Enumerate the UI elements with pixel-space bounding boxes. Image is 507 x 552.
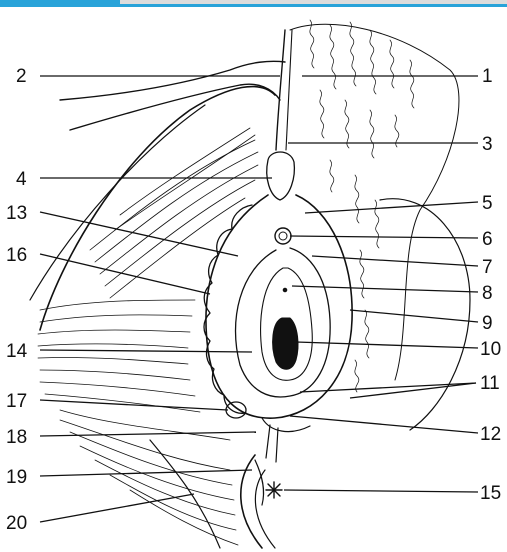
thigh-contour <box>40 87 275 330</box>
label-10: 10 <box>480 339 501 360</box>
leader-12 <box>290 416 478 433</box>
thigh-contour-2 <box>30 105 205 300</box>
illustration <box>30 20 470 548</box>
label-19: 19 <box>6 467 27 488</box>
leader-9 <box>350 310 478 322</box>
urethral-opening <box>283 288 287 292</box>
glans-clitoris <box>275 228 291 244</box>
leader-13 <box>40 212 238 256</box>
label-3: 3 <box>482 134 493 155</box>
leader-20 <box>40 494 194 522</box>
leader-11a <box>300 383 476 392</box>
leader-7 <box>312 256 478 266</box>
thigh-fold-lower <box>70 84 280 130</box>
label-9: 9 <box>482 313 493 334</box>
vestibular-gland <box>226 402 246 418</box>
leader-16 <box>40 254 210 294</box>
leader-15 <box>284 490 478 492</box>
label-8: 8 <box>482 283 493 304</box>
leader-14 <box>40 350 252 352</box>
hair-outline <box>290 24 459 380</box>
label-5: 5 <box>482 193 493 214</box>
label-17: 17 <box>6 391 27 412</box>
leader-8 <box>292 286 478 292</box>
label-6: 6 <box>482 229 493 250</box>
leader-19 <box>40 470 252 476</box>
leader-10 <box>296 342 478 348</box>
label-1: 1 <box>482 66 493 87</box>
anus-star <box>266 482 282 498</box>
muscle-fibers-lower <box>60 410 238 548</box>
leader-6 <box>290 236 478 238</box>
label-14: 14 <box>6 341 28 362</box>
mons-edge-left <box>276 30 285 150</box>
label-12: 12 <box>480 424 501 445</box>
leader-11b <box>350 383 476 398</box>
leader-lines <box>40 76 478 522</box>
clitoral-hood <box>267 152 295 200</box>
label-11: 11 <box>480 373 500 394</box>
label-18: 18 <box>6 427 27 448</box>
thigh-fold-upper <box>60 61 285 100</box>
label-20: 20 <box>6 513 27 534</box>
mons-edge-right <box>286 30 292 150</box>
muscle-fibers-upper <box>90 128 258 298</box>
label-15: 15 <box>480 483 501 504</box>
buttock-contour-2 <box>255 470 275 548</box>
vaginal-orifice <box>273 318 298 369</box>
label-4: 4 <box>16 169 27 190</box>
label-13: 13 <box>6 203 27 224</box>
muscle-fibers-middle <box>38 300 200 412</box>
label-7: 7 <box>482 257 493 278</box>
perineum-lines <box>266 425 278 462</box>
anus-region <box>255 460 264 505</box>
label-16: 16 <box>6 245 27 266</box>
leader-5 <box>305 202 478 213</box>
leader-17 <box>40 400 228 410</box>
label-2: 2 <box>16 66 27 87</box>
